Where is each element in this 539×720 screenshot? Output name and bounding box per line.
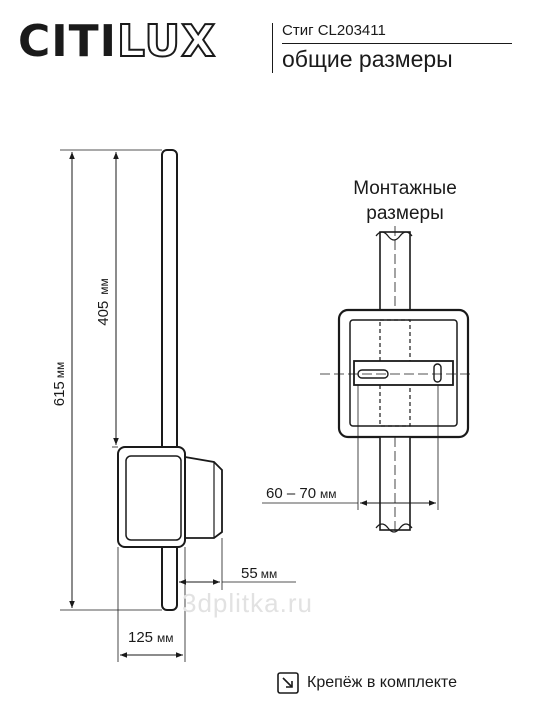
depth-value: 55 <box>241 565 258 582</box>
brand-logo: CITILUX <box>18 19 216 65</box>
dimension-mount-spacing: 60 – 70 мм <box>262 385 439 510</box>
lamp-mount-plate <box>184 456 223 539</box>
total-height-unit: мм <box>53 362 67 379</box>
footer-note: Крепёж в комплекте <box>277 672 457 694</box>
mount-spacing-unit: мм <box>320 487 337 501</box>
page-subtitle: общие размеры <box>282 46 453 72</box>
brand-logo-accent: LUX <box>116 16 217 67</box>
width-label: 125 мм <box>128 629 174 646</box>
mounting-title: Монтажные размеры <box>330 176 480 226</box>
lamp-body-inner <box>125 455 182 541</box>
upper-height-value: 405 <box>95 301 112 326</box>
mount-spacing-value: 60 – 70 <box>266 485 316 502</box>
lamp-rod <box>161 149 178 611</box>
mounting-title-line1: Монтажные <box>353 178 457 199</box>
mount-bracket <box>353 360 454 386</box>
watermark: 3dplitka.ru <box>182 588 313 618</box>
dimension-width: 125 мм <box>117 547 186 662</box>
upper-height-label: 405 мм <box>95 278 112 326</box>
mount-break-top <box>375 231 413 241</box>
footer-text: Крепёж в комплекте <box>307 674 457 691</box>
lamp-front-view <box>117 149 223 611</box>
dimension-upper-height: 405 мм <box>95 152 119 448</box>
model-label: Стиг CL203411 <box>282 22 386 39</box>
screw-icon <box>277 672 299 694</box>
upper-height-unit: мм <box>97 278 111 295</box>
mount-break-bottom <box>375 523 413 533</box>
header-divider <box>272 23 273 73</box>
header-rule <box>282 43 512 44</box>
mount-spacing-label: 60 – 70 мм <box>266 485 337 502</box>
mounting-view <box>320 226 474 534</box>
depth-unit: мм <box>261 567 278 581</box>
dimension-total-height: 615 мм <box>51 149 162 611</box>
width-unit: мм <box>157 631 174 645</box>
total-height-label: 615 мм <box>51 362 68 407</box>
brand-logo-main: CITI <box>18 16 118 67</box>
lamp-body-outer <box>117 446 186 548</box>
total-height-value: 615 <box>51 381 68 406</box>
mounting-title-line2: размеры <box>366 203 444 224</box>
width-value: 125 <box>128 629 153 646</box>
mount-slot-right <box>433 363 442 383</box>
